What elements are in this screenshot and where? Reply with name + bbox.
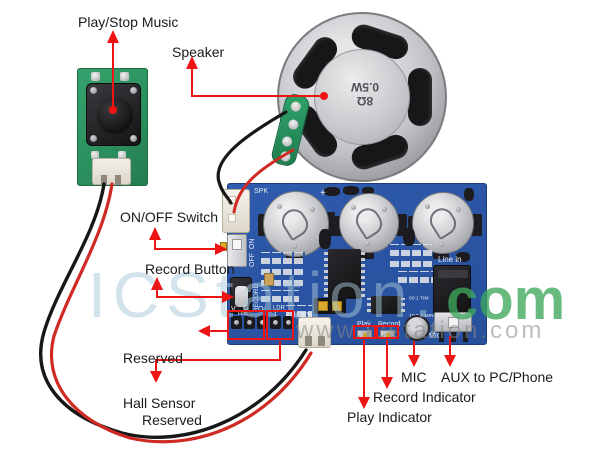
speaker-slot — [408, 68, 432, 126]
battery-holder-3 — [412, 192, 474, 254]
speaker-dome: 8Ω 0.5W — [314, 49, 410, 145]
battery-holder-2 — [339, 193, 399, 253]
solder-pad — [118, 151, 126, 159]
option-dip-switch — [314, 298, 346, 314]
play-stop-tactile-button — [86, 83, 141, 146]
speaker-impedance: 8Ω — [356, 94, 374, 108]
arrow-up-icon — [151, 277, 163, 290]
play-silkscreen: Play — [357, 321, 371, 328]
arrow-down-icon — [444, 355, 456, 367]
aux-switch-leg — [439, 332, 444, 342]
aux-switch-leg — [451, 332, 456, 342]
smd-cluster — [388, 244, 432, 267]
speaker-spec-marking: 8Ω 0.5W — [337, 68, 393, 108]
aux-switch-leg — [463, 332, 468, 342]
smd-cluster — [259, 290, 299, 302]
label-mic: MIC — [401, 369, 427, 385]
play-button-module-pcb — [77, 68, 148, 186]
label-speaker: Speaker — [172, 44, 225, 60]
mic-silkscreen: MIC — [429, 333, 442, 340]
arrow-down-icon — [381, 377, 393, 389]
aux-switch — [434, 312, 472, 332]
battery-holder-1 — [263, 191, 329, 257]
label-aux-to-pc-phone: AUX to PC/Phone — [441, 369, 554, 385]
label-record-indicator: Record Indicator — [373, 389, 476, 405]
button-wire-connector — [92, 158, 131, 185]
key-connector — [298, 317, 331, 348]
smd-capacitor — [264, 273, 274, 286]
speaker-assembly: 8Ω 0.5W — [269, 8, 455, 188]
amplifier-chip — [367, 296, 405, 314]
play-led-highlight-box — [353, 325, 376, 339]
label-reserved-photosensor: Reserved Photosensor Sensor — [142, 412, 202, 428]
smd-cluster — [396, 271, 434, 283]
plus-marking: + — [320, 188, 326, 199]
arrow-down-icon — [358, 397, 370, 409]
line-in-jack — [433, 265, 471, 315]
label-play-indicator: Play Indicator — [347, 409, 432, 425]
sound-ic-chip — [324, 249, 365, 299]
button-cap — [97, 97, 133, 134]
speaker-power: 0.5W — [351, 80, 380, 94]
spk-silkscreen: SPK — [254, 188, 269, 195]
hall-sensor-highlight-box — [227, 310, 265, 340]
smd-component — [220, 242, 227, 251]
speaker-connector — [222, 189, 250, 233]
arrow-up-icon — [107, 30, 119, 43]
label-record-button: Record Button — [145, 261, 235, 277]
record-led-highlight-box — [376, 325, 399, 339]
photosensor-highlight-box — [266, 310, 294, 340]
record-led-silkscreen: Record — [378, 321, 401, 328]
arrow-up-icon — [149, 227, 161, 240]
onoff-silkscreen: OFF ON — [249, 238, 256, 267]
solder-pad — [120, 72, 129, 81]
line-in-silkscreen: Line in — [438, 255, 462, 264]
microphone — [404, 315, 430, 341]
label-on-off-switch: ON/OFF Switch — [120, 209, 219, 225]
arrow-left-icon — [198, 325, 210, 337]
solder-pad — [91, 72, 100, 81]
solder-pad — [91, 151, 99, 159]
label-play-stop-music: Play/Stop Music — [78, 14, 179, 30]
